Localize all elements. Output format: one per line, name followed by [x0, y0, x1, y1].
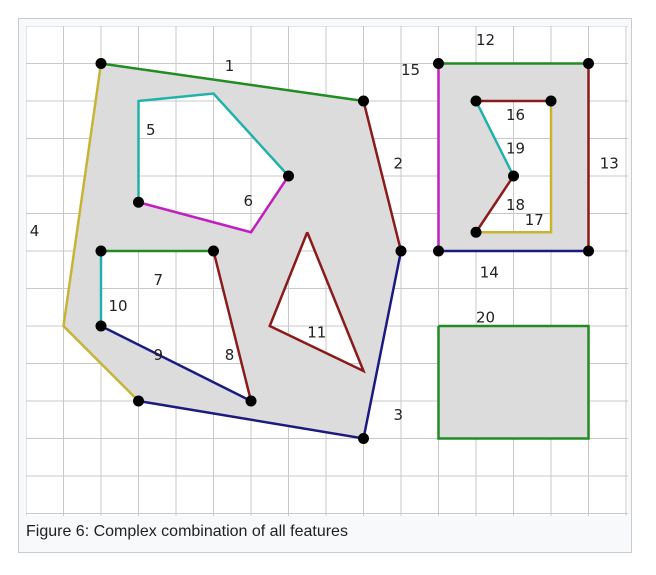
edge-6 — [138, 175, 290, 234]
edge-label-10: 10 — [109, 297, 128, 315]
vertex-dot — [470, 95, 482, 107]
edge-8 — [212, 250, 253, 402]
edge-17 — [476, 101, 553, 234]
edge-label-13: 13 — [600, 155, 619, 173]
rectangle-20-fill — [438, 326, 589, 439]
vertex-dot — [133, 196, 144, 208]
vertex-dot — [95, 245, 107, 257]
vertex-dot — [358, 95, 369, 107]
edge-label-16: 16 — [506, 106, 525, 124]
vertices — [95, 58, 594, 444]
edge-label-15: 15 — [401, 61, 420, 79]
edge-20 — [437, 324, 590, 440]
vertex-dot — [95, 58, 107, 69]
edge-label-5: 5 — [146, 121, 156, 139]
edge-label-18: 18 — [506, 196, 525, 214]
vertex-dot — [545, 95, 557, 107]
edge-5 — [137, 92, 290, 203]
edge-18 — [474, 175, 515, 233]
edge-label-2: 2 — [394, 155, 404, 173]
edge-label-6: 6 — [244, 192, 254, 210]
vertex-dot — [433, 58, 444, 69]
edge-1 — [100, 62, 364, 103]
edge-label-7: 7 — [154, 271, 164, 289]
vertex-dot — [583, 245, 594, 257]
edge-19 — [474, 100, 515, 177]
vertex-dot — [283, 170, 294, 182]
main-polygon-fill — [63, 63, 401, 439]
edge-label-12: 12 — [476, 31, 495, 49]
edge-label-20: 20 — [476, 308, 495, 326]
edge-label-3: 3 — [394, 406, 404, 424]
edge-2 — [362, 100, 403, 252]
edge-label-4: 4 — [30, 222, 40, 240]
vertex-dot — [433, 245, 444, 257]
figure-caption: Figure 6: Complex combination of all fea… — [26, 523, 348, 540]
edge-label-8: 8 — [225, 346, 235, 364]
vertex-dot — [245, 395, 257, 407]
edge-label-14: 14 — [480, 263, 499, 281]
vertex-dot — [95, 320, 107, 332]
edges — [62, 62, 590, 440]
edge-label-19: 19 — [506, 140, 525, 158]
edge-11 — [268, 231, 366, 374]
edge-label-1: 1 — [225, 57, 235, 75]
edge-label-9: 9 — [154, 346, 164, 364]
vertex-dot — [395, 245, 407, 257]
vertex-dot — [470, 226, 482, 238]
edge-4 — [62, 63, 140, 402]
vertex-dot — [508, 170, 519, 182]
edge-label-17: 17 — [525, 211, 544, 229]
edge-label-11: 11 — [307, 323, 326, 341]
edge-9 — [100, 324, 252, 403]
vertex-dot — [358, 433, 369, 444]
vertex-dot — [208, 245, 219, 257]
vertex-dot — [133, 395, 144, 407]
vertex-dot — [583, 58, 594, 69]
